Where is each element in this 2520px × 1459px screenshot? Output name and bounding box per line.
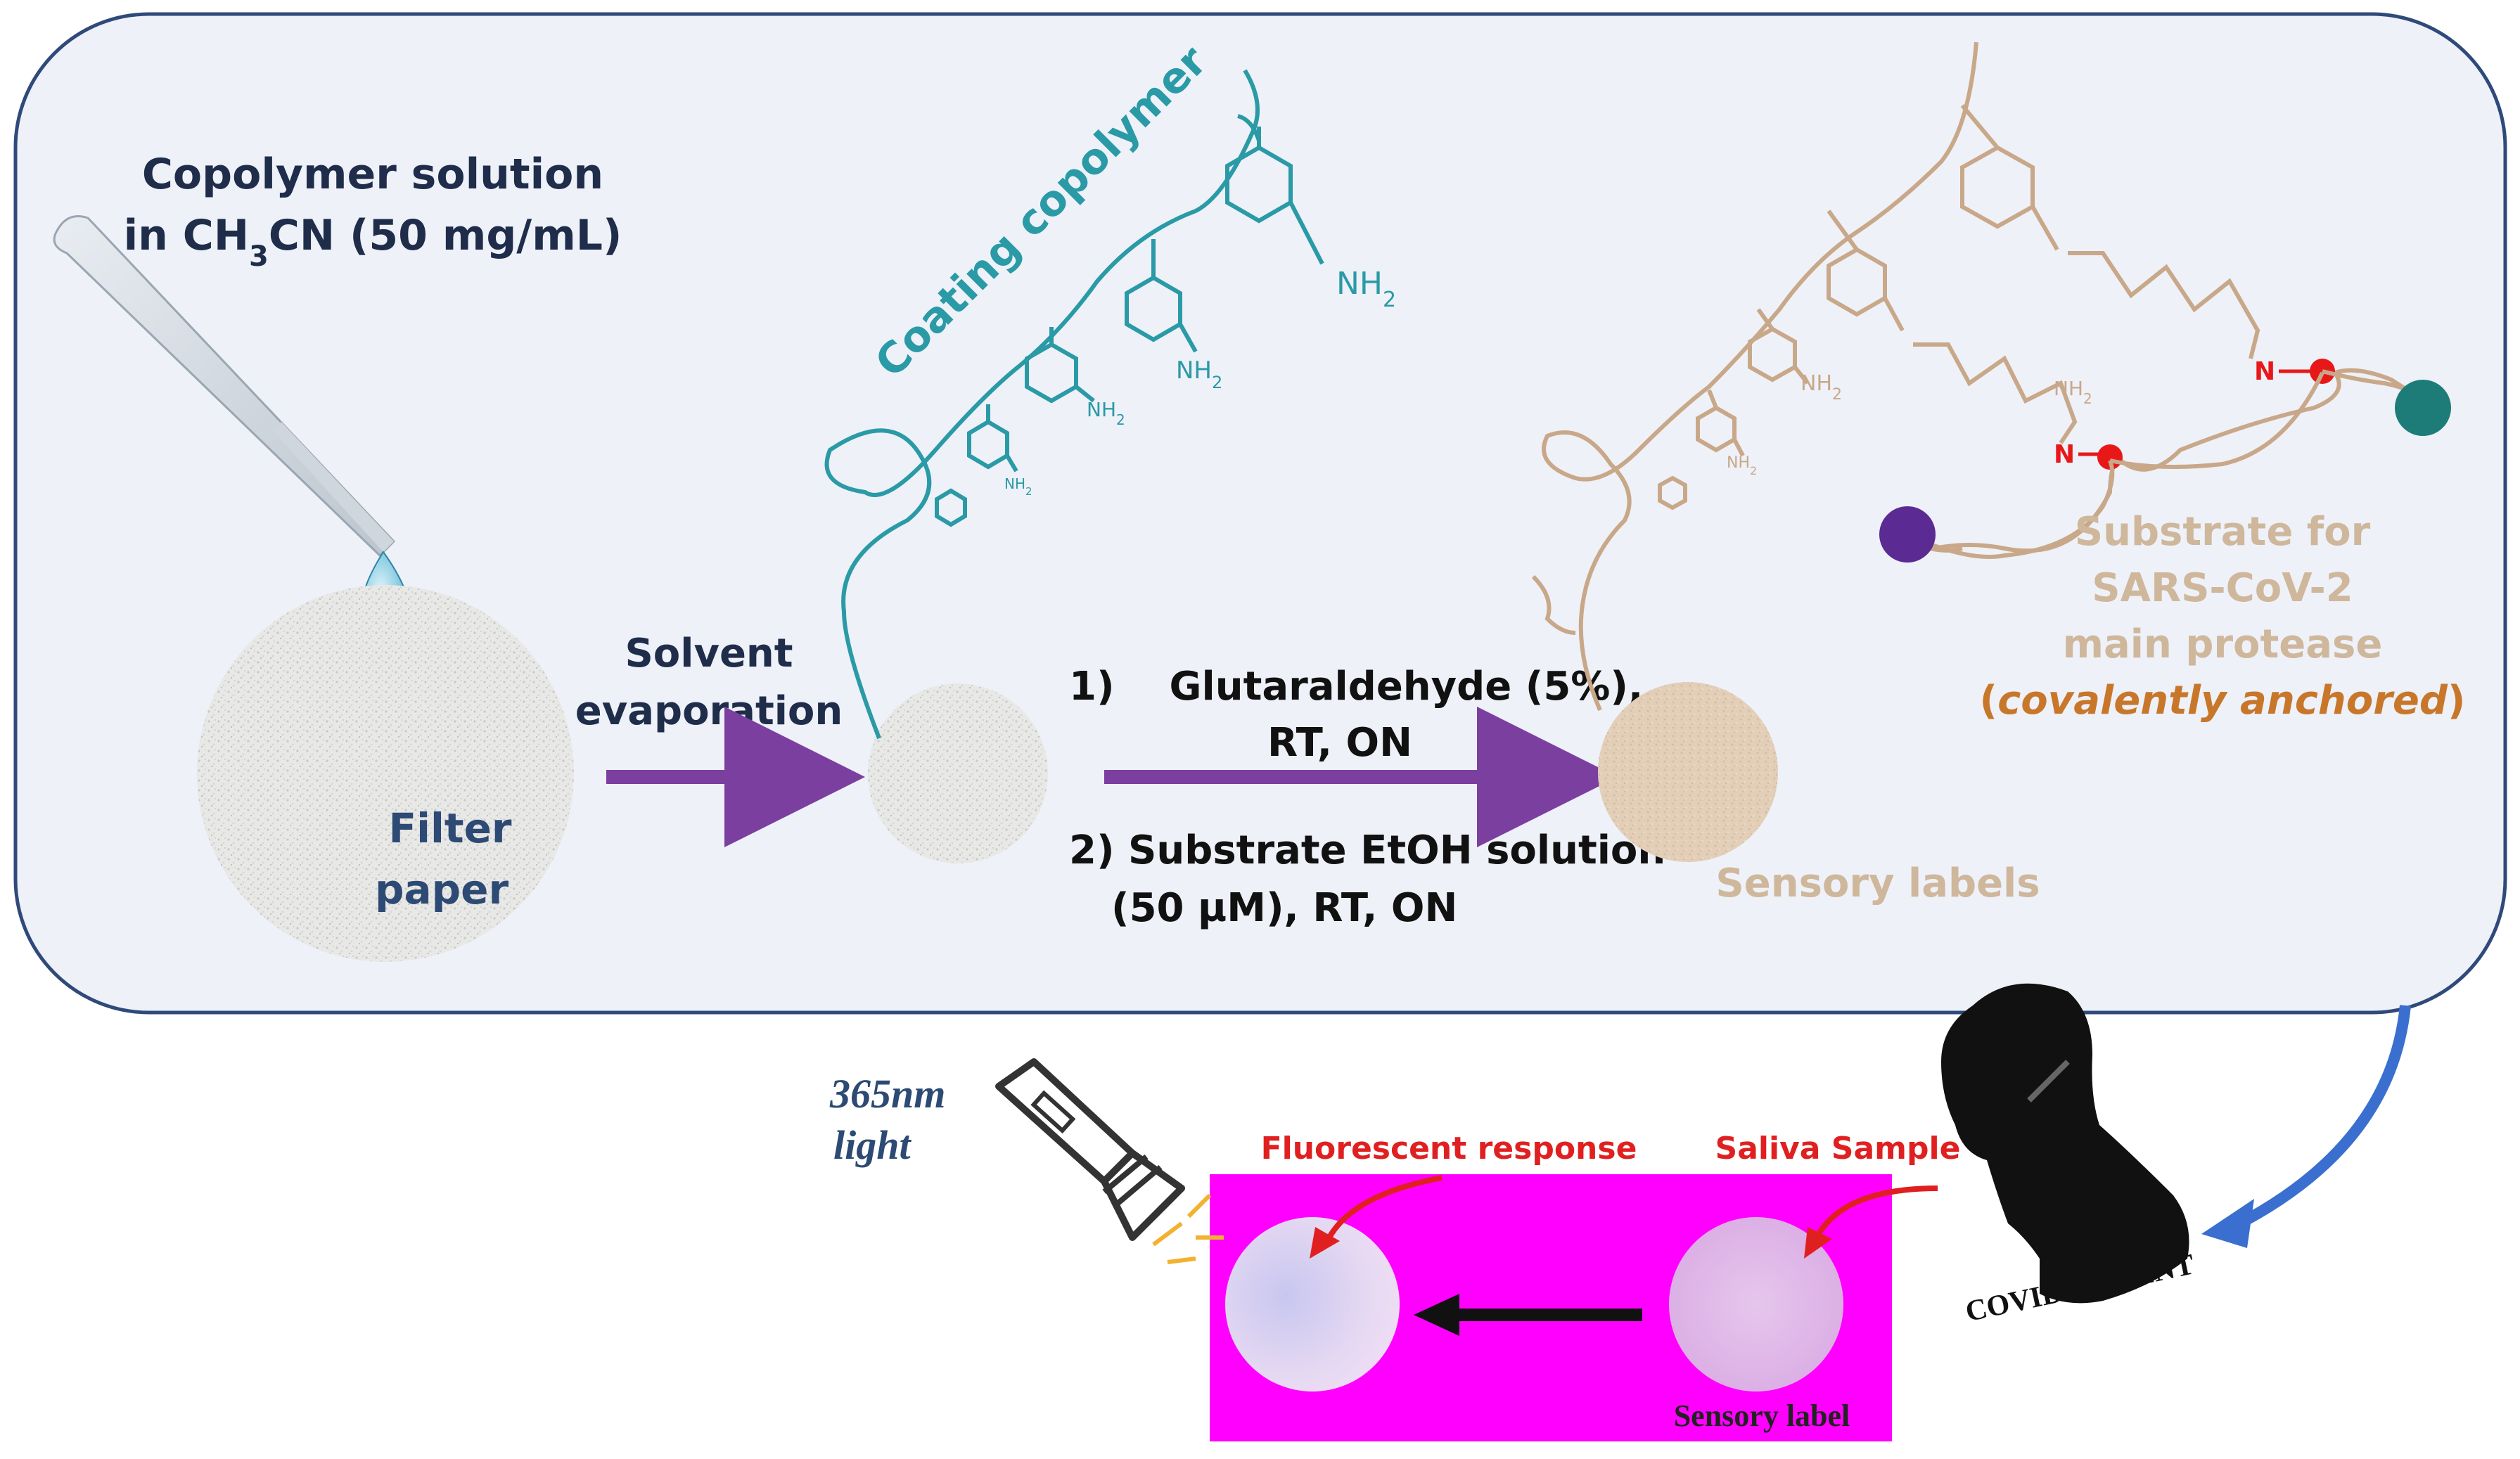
- step2-line1: 2) Substrate EtOH solution: [1069, 828, 1665, 873]
- filter-paper-label-line1: Filter: [388, 804, 511, 852]
- coating-copolymer-structure: [824, 69, 1324, 740]
- saliva-sample-arrow: [1814, 1185, 1938, 1239]
- step2-line2: (50 µM), RT, ON: [1111, 885, 1457, 931]
- tan-nh2-label-3: NH2: [1801, 371, 1842, 404]
- to-patient-arrow: [2230, 1005, 2411, 1233]
- covalently-anchored-label: (covalently anchored): [1979, 678, 2465, 724]
- functionalized-copolymer-structure: [1531, 41, 2435, 712]
- uv-light-label-line2: light: [833, 1122, 912, 1168]
- quencher-teal-sphere: [2395, 380, 2451, 436]
- pipette-icon: [53, 215, 396, 558]
- fluorescent-response-label: Fluorescent response: [1261, 1131, 1637, 1166]
- teal-nh2-label-4: NH2: [1004, 475, 1032, 498]
- teal-nh2-label-3: NH2: [1087, 398, 1125, 428]
- copolymer-solvent-suffix: CN (50 mg/mL): [269, 211, 622, 260]
- imine-n-label-2: N: [2054, 440, 2075, 469]
- sensory-label-caption: Sensory label: [1674, 1399, 1850, 1433]
- filter-paper-label-line2: paper: [375, 866, 509, 913]
- teal-nh2-label-1: NH2: [1336, 266, 1396, 312]
- uv-flashlight-icon: [995, 1058, 1224, 1264]
- swab-icon: [2027, 1060, 2070, 1103]
- sensory-label-disc: [1598, 682, 1778, 862]
- to-patient-arrowhead: [2201, 1199, 2254, 1248]
- saliva-label-disc: [1669, 1217, 1843, 1391]
- substrate-label-line1: Substrate for: [2075, 509, 2371, 555]
- fluorophore-purple-sphere: [1879, 506, 1936, 563]
- copolymer-solvent-prefix: in CH: [124, 211, 249, 260]
- substrate-label-line3: main protease: [2063, 622, 2383, 667]
- step1-line2: RT, ON: [1267, 720, 1412, 766]
- copolymer-solution-title: Copolymer solution: [142, 150, 603, 199]
- tan-nh2-label-1: NH2: [2054, 377, 2092, 407]
- tan-nh2-label-2: NH2: [1727, 454, 1757, 477]
- copolymer-solvent-subscript: 3: [249, 240, 269, 273]
- response-arrowhead: [1414, 1294, 1459, 1336]
- step1-line1: 1) Glutaraldehyde (5%),: [1069, 664, 1643, 709]
- copolymer-solvent-label: in CH3CN (50 mg/mL): [124, 211, 622, 273]
- sensory-labels-caption: Sensory labels: [1715, 861, 2040, 906]
- imine-n-label-1: N: [2254, 357, 2275, 386]
- fluorescent-response-arrowhead: [1310, 1227, 1340, 1259]
- substrate-chain-left: [1905, 459, 2115, 559]
- uv-light-label-line1: 365nm: [829, 1071, 945, 1117]
- saliva-sample-arrowhead: [1804, 1227, 1832, 1259]
- fluorescent-response-arrow: [1323, 1175, 1443, 1246]
- coated-paper-disc: [868, 683, 1048, 863]
- solvent-evaporation-line1: Solvent: [625, 631, 793, 676]
- filter-paper-disc: [197, 585, 574, 962]
- fluorescent-label-disc: [1225, 1217, 1400, 1391]
- saliva-sample-label: Saliva Sample: [1715, 1131, 1961, 1166]
- teal-nh2-label-2: NH2: [1176, 356, 1222, 392]
- patient-silhouette-icon: [1941, 983, 2189, 1304]
- solvent-evaporation-line2: evaporation: [575, 688, 843, 734]
- substrate-chain-middle: [2109, 371, 2324, 469]
- substrate-label-line2: SARS-CoV-2: [2092, 565, 2353, 611]
